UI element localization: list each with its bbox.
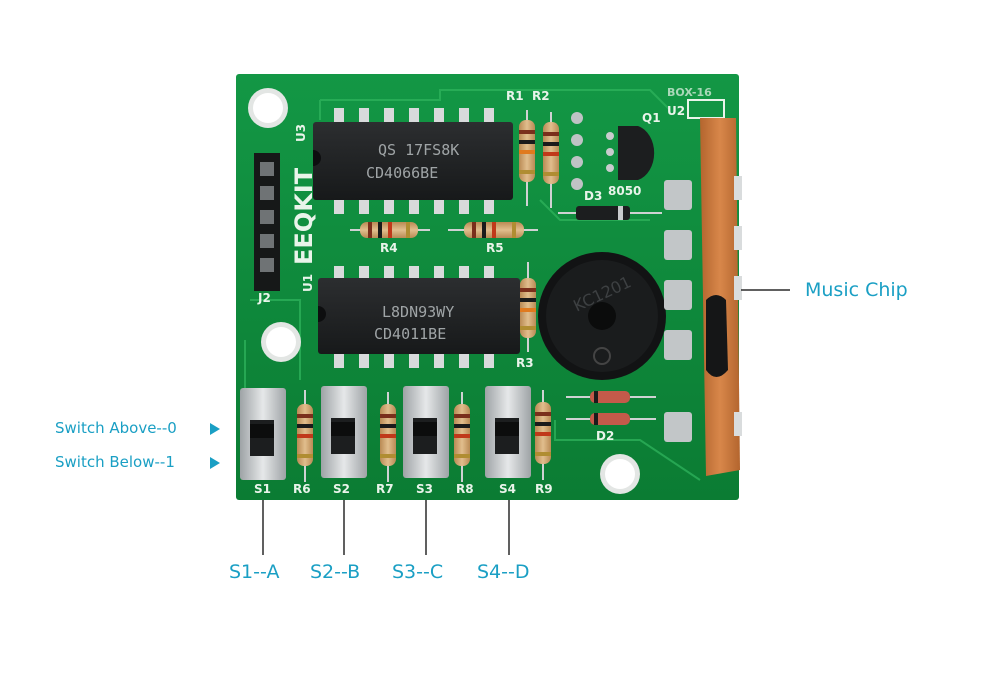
resistor-r1 <box>519 110 535 206</box>
label-s4: S4 <box>499 482 516 496</box>
label-r5: R5 <box>486 241 504 255</box>
label-u1: U1 <box>301 274 315 292</box>
chip-u3-line1: QS 17FS8K <box>378 141 459 159</box>
chip-u1-line2: CD4011BE <box>374 325 446 343</box>
resistor-r4 <box>350 222 430 238</box>
resistor-r9 <box>535 390 551 480</box>
label-r4: R4 <box>380 241 398 255</box>
label-r3: R3 <box>516 356 534 370</box>
chip-u3-line2: CD4066BE <box>366 164 438 182</box>
mounting-holes <box>248 88 640 494</box>
label-r2: R2 <box>532 89 550 103</box>
buzzer <box>538 252 666 380</box>
header-u2-pads <box>664 180 692 442</box>
label-r7: R7 <box>376 482 394 496</box>
label-8050: 8050 <box>608 184 641 198</box>
resistor-r8 <box>454 392 470 482</box>
resistor-r7 <box>380 392 396 482</box>
label-r8: R8 <box>456 482 474 496</box>
switch-s1 <box>240 388 286 480</box>
switch-s2-callout: S2--B <box>310 561 361 583</box>
label-s2: S2 <box>333 482 350 496</box>
arrow-right-icon <box>210 423 220 435</box>
switch-s4-callout: S4--D <box>477 561 530 583</box>
label-r6: R6 <box>293 482 311 496</box>
label-u2: U2 <box>667 104 685 118</box>
diode-d3 <box>558 206 662 220</box>
label-r1: R1 <box>506 89 524 103</box>
switch-s2 <box>321 386 367 478</box>
switch-s3-callout: S3--C <box>392 561 444 583</box>
resistor-r5 <box>448 222 538 238</box>
switch-s1-callout: S1--A <box>229 561 280 583</box>
switch-s4 <box>485 386 531 478</box>
label-d2: D2 <box>596 429 614 443</box>
music-chip-callout: Music Chip <box>805 279 908 301</box>
switch-below-callout: Switch Below--1 <box>55 453 175 471</box>
switch-above-callout: Switch Above--0 <box>55 419 177 437</box>
solder-pads-q1 <box>571 112 583 190</box>
label-r9: R9 <box>535 482 553 496</box>
label-u3: U3 <box>294 124 308 142</box>
resistor-r3 <box>520 262 536 352</box>
chip-u3 <box>313 108 513 214</box>
label-j2: J2 <box>257 291 271 305</box>
switch-s3 <box>403 386 449 478</box>
label-d3: D3 <box>584 189 602 203</box>
arrow-right-icon <box>210 457 220 469</box>
label-s1: S1 <box>254 482 271 496</box>
resistor-r6 <box>297 390 313 482</box>
label-q1: Q1 <box>642 111 661 125</box>
chip-u1-line1: L8DN93WY <box>382 303 454 321</box>
chip-u1 <box>318 266 520 368</box>
leader-lines <box>262 289 790 555</box>
transistor-q1 <box>606 126 655 180</box>
header-j2 <box>254 153 280 291</box>
model-label: BOX-16 <box>667 86 712 99</box>
music-chip-board <box>700 118 742 476</box>
label-s3: S3 <box>416 482 433 496</box>
resistor-r2 <box>543 112 559 208</box>
diode-d2 <box>566 391 656 425</box>
